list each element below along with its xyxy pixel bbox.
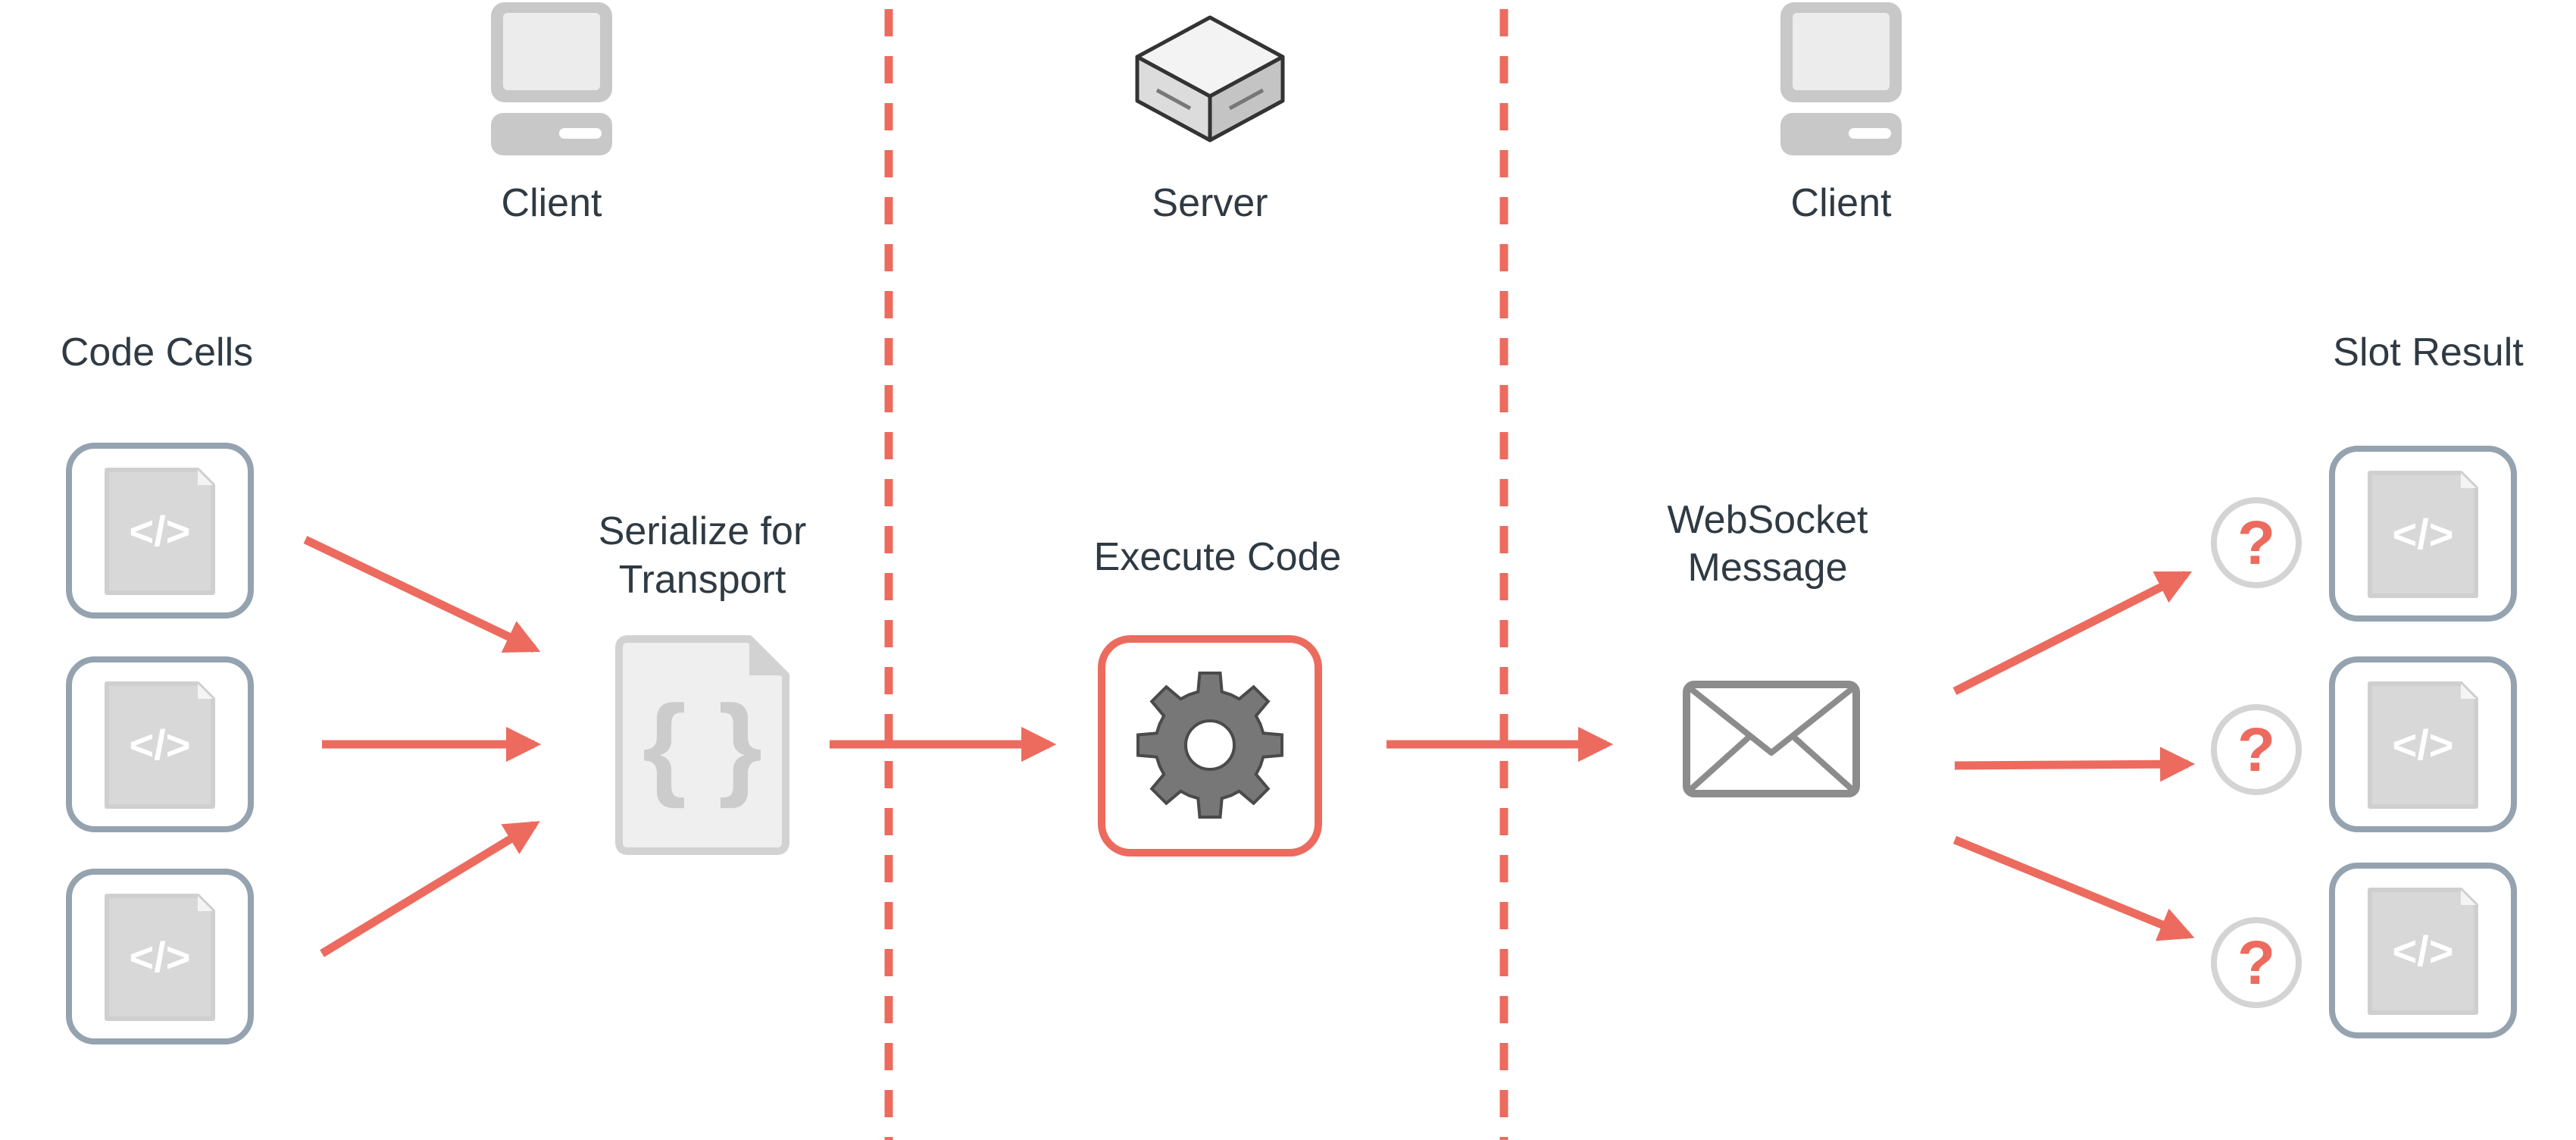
arrow-cell3-to-serialize <box>320 821 540 957</box>
code-cell: </> <box>69 446 251 615</box>
question-glyph: ? <box>2237 509 2275 578</box>
braces-glyph: { } <box>642 681 762 809</box>
code-glyph: </> <box>2393 510 2454 558</box>
serialize-label-line1: Serialize for <box>599 509 807 553</box>
slot-result-heading: Slot Result <box>2333 330 2524 374</box>
arrow-message-to-slot2 <box>1954 747 2196 782</box>
code-cells-heading: Code Cells <box>61 330 253 374</box>
code-glyph: </> <box>130 721 191 769</box>
json-file-icon: { } <box>615 635 789 855</box>
envelope-icon <box>1683 681 1860 797</box>
client-right-label: Client <box>1791 181 1892 225</box>
server-box-icon <box>1135 15 1285 142</box>
question-mark-icon: ? <box>2211 704 2302 795</box>
arrow-message-to-slot3 <box>1952 835 2195 941</box>
code-glyph: </> <box>2393 927 2454 975</box>
code-glyph: </> <box>130 507 191 555</box>
question-glyph: ? <box>2237 929 2275 998</box>
serialize-label-line2: Transport <box>619 558 786 602</box>
server-label: Server <box>1152 181 1268 225</box>
gear-icon <box>1136 672 1283 819</box>
question-glyph: ? <box>2237 716 2275 785</box>
execute-label: Execute Code <box>1094 535 1342 579</box>
arrow-message-to-slot1 <box>1952 571 2193 695</box>
slot-result-cell: </> <box>2332 659 2514 829</box>
code-glyph: </> <box>130 933 191 981</box>
code-cell: </> <box>69 872 251 1041</box>
slot-result-cell: </> <box>2332 866 2514 1035</box>
arrow-cell1-to-serialize <box>303 536 541 653</box>
websocket-label-line1: WebSocket <box>1668 498 1869 542</box>
code-glyph: </> <box>2393 721 2454 769</box>
question-mark-icon: ? <box>2211 917 2302 1008</box>
websocket-label-line2: Message <box>1688 546 1848 590</box>
client-left-label: Client <box>502 181 602 225</box>
computer-icon <box>491 2 612 155</box>
code-cell: </> <box>69 659 251 829</box>
slot-result-cell: </> <box>2332 449 2514 619</box>
question-mark-icon: ? <box>2211 497 2302 588</box>
execute-box <box>1098 635 1322 857</box>
computer-icon <box>1780 2 1902 155</box>
